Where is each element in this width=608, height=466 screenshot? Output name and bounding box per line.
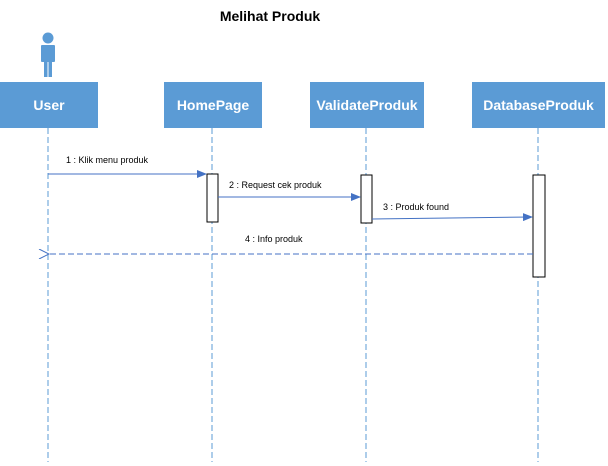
message-label-4: 4 : Info produk [245,234,303,244]
participant-validateproduk: ValidateProduk [310,82,424,128]
activation-validate [360,174,373,224]
activation-homepage [206,173,219,223]
message-arrow-3 [371,213,533,222]
participant-user: User [0,82,98,128]
participant-databaseproduk: DatabaseProduk [472,82,605,128]
message-label-3: 3 : Produk found [383,202,450,212]
message-label-1: 1 : Klik menu produk [66,155,149,165]
message-label-2: 2 : Request cek produk [229,180,322,190]
diagram-title: Melihat Produk [219,8,321,24]
participant-homepage: HomePage [164,82,262,128]
person-icon [41,32,55,77]
activation-database [532,174,546,278]
